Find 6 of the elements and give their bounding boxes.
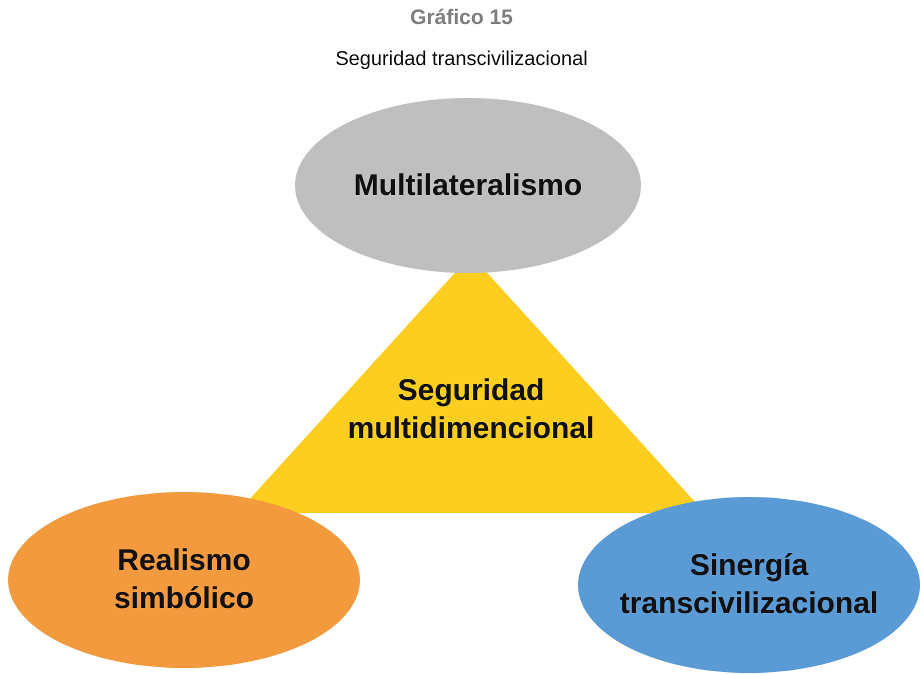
node-label: Seguridad multidimencional bbox=[346, 372, 596, 447]
node-label: Multilateralismo bbox=[352, 168, 584, 204]
chart-title: Gráfico 15 bbox=[409, 6, 514, 30]
node-label: Realismo simbólico bbox=[112, 543, 256, 617]
node-label: Sinergía transcivilizacional bbox=[618, 548, 880, 622]
subtitle: Seguridad transcivilizacional bbox=[334, 48, 589, 71]
